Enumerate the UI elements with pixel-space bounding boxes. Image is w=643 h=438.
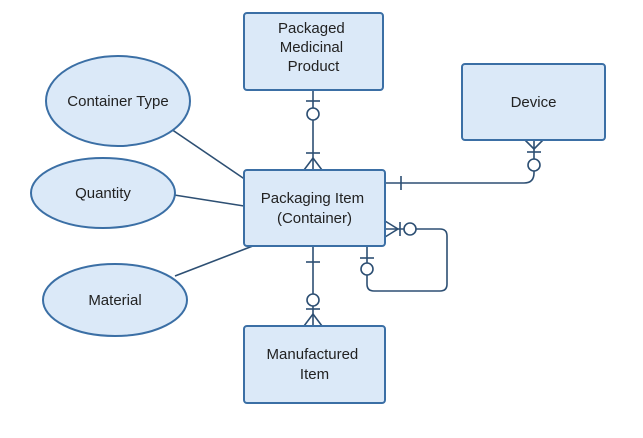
link-container-type bbox=[167, 126, 247, 181]
crowfoot-bottom bbox=[384, 228, 399, 238]
zero-circle bbox=[403, 222, 417, 236]
entity-label-line: Device bbox=[511, 94, 557, 111]
rel-packaging-self bbox=[360, 220, 448, 292]
attribute-label: Material bbox=[88, 292, 141, 309]
entity-packaging-item: Packaging Item (Container) bbox=[243, 169, 386, 247]
zero-circle bbox=[306, 107, 320, 121]
attribute-container-type: Container Type bbox=[45, 55, 191, 147]
connectors bbox=[167, 90, 544, 327]
entity-packaged-medicinal-product: Packaged Medicinal Product bbox=[243, 12, 384, 91]
crowfoot-top bbox=[384, 220, 399, 230]
zero-circle bbox=[306, 293, 320, 307]
svg-text:Packaging Item (Containe: Packaging Item (Container) bbox=[261, 190, 369, 227]
entity-label-line: Medicinal bbox=[280, 39, 343, 56]
attribute-label: Container Type bbox=[67, 93, 168, 110]
entity-label-line: Packaged bbox=[278, 20, 345, 37]
crowfoot-left bbox=[303, 157, 314, 171]
attribute-quantity: Quantity bbox=[30, 157, 176, 229]
rel-product-packaging bbox=[303, 90, 323, 171]
entity-device: Device bbox=[461, 63, 606, 141]
zero-circle-self bbox=[360, 262, 374, 276]
svg-text:Manufactured Item: Manufactured Item bbox=[267, 346, 363, 383]
link-material bbox=[174, 243, 259, 277]
svg-text:Device: Device bbox=[511, 94, 557, 111]
entity-manufactured-item: Manufactured Item bbox=[243, 325, 386, 404]
rel-packaging-manufactured bbox=[303, 246, 323, 327]
entity-label-line: Item bbox=[300, 366, 329, 383]
entity-label-line: Manufactured bbox=[267, 346, 359, 363]
entity-label-line: Product bbox=[288, 58, 341, 75]
crowfoot-left bbox=[303, 313, 314, 327]
svg-text:Packaged Medicinal: Packaged Medicinal Product bbox=[278, 20, 349, 75]
attribute-label: Quantity bbox=[75, 185, 131, 202]
crowfoot-right bbox=[312, 157, 323, 171]
entity-label-line: (Container) bbox=[277, 210, 352, 227]
crowfoot-right bbox=[312, 313, 323, 327]
entity-label-line: Packaging Item bbox=[261, 190, 364, 207]
link-quantity bbox=[167, 193, 245, 207]
zero-circle bbox=[527, 158, 541, 172]
crowfoot-right bbox=[533, 139, 544, 150]
attribute-material: Material bbox=[42, 263, 188, 337]
rel-packaging-device bbox=[385, 139, 544, 190]
crowfoot-left bbox=[524, 139, 535, 150]
